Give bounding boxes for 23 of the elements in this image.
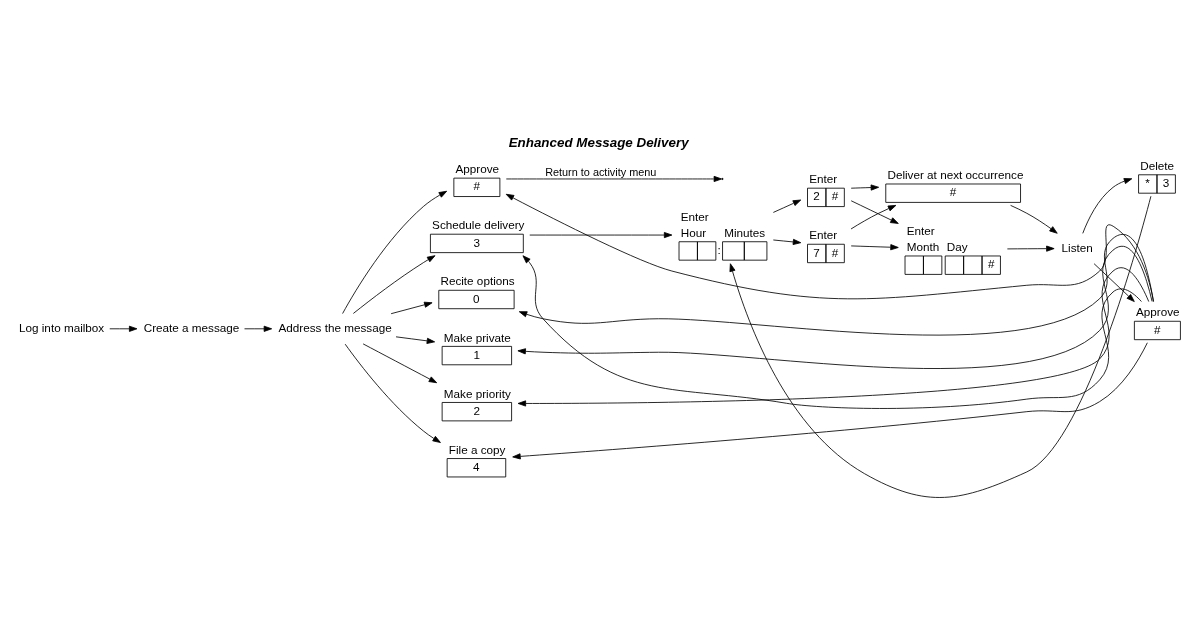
node-label: Delete: [1140, 158, 1175, 172]
node-label: Month: [906, 239, 940, 253]
node-label: Enter: [809, 171, 838, 185]
node-label: Enter: [906, 223, 935, 237]
node-label: Make priority: [443, 386, 511, 400]
node-label: Approve: [455, 161, 500, 175]
node-label: Schedule delivery: [432, 217, 525, 231]
node-label: Hour: [680, 225, 707, 239]
edge-label: Return to activity menu: [545, 165, 657, 178]
node-text: Create a message: [143, 320, 240, 334]
node-label: File a copy: [448, 442, 506, 456]
node-label: Deliver at next occurrence: [887, 167, 1024, 181]
node-label: Minutes: [724, 225, 766, 239]
node-label: Enter: [680, 209, 709, 223]
node-label: Day: [946, 239, 968, 253]
node-label: Recite options: [440, 273, 515, 287]
node-label: Enter: [809, 227, 838, 241]
node-label: Make private: [443, 330, 511, 344]
node-label: Approve: [1136, 304, 1180, 318]
node-text: Address the message: [278, 320, 392, 334]
node-text: Listen: [1061, 240, 1093, 254]
diagram-title: Enhanced Message Delivery: [508, 134, 689, 150]
node-text: Log into mailbox: [19, 320, 105, 334]
